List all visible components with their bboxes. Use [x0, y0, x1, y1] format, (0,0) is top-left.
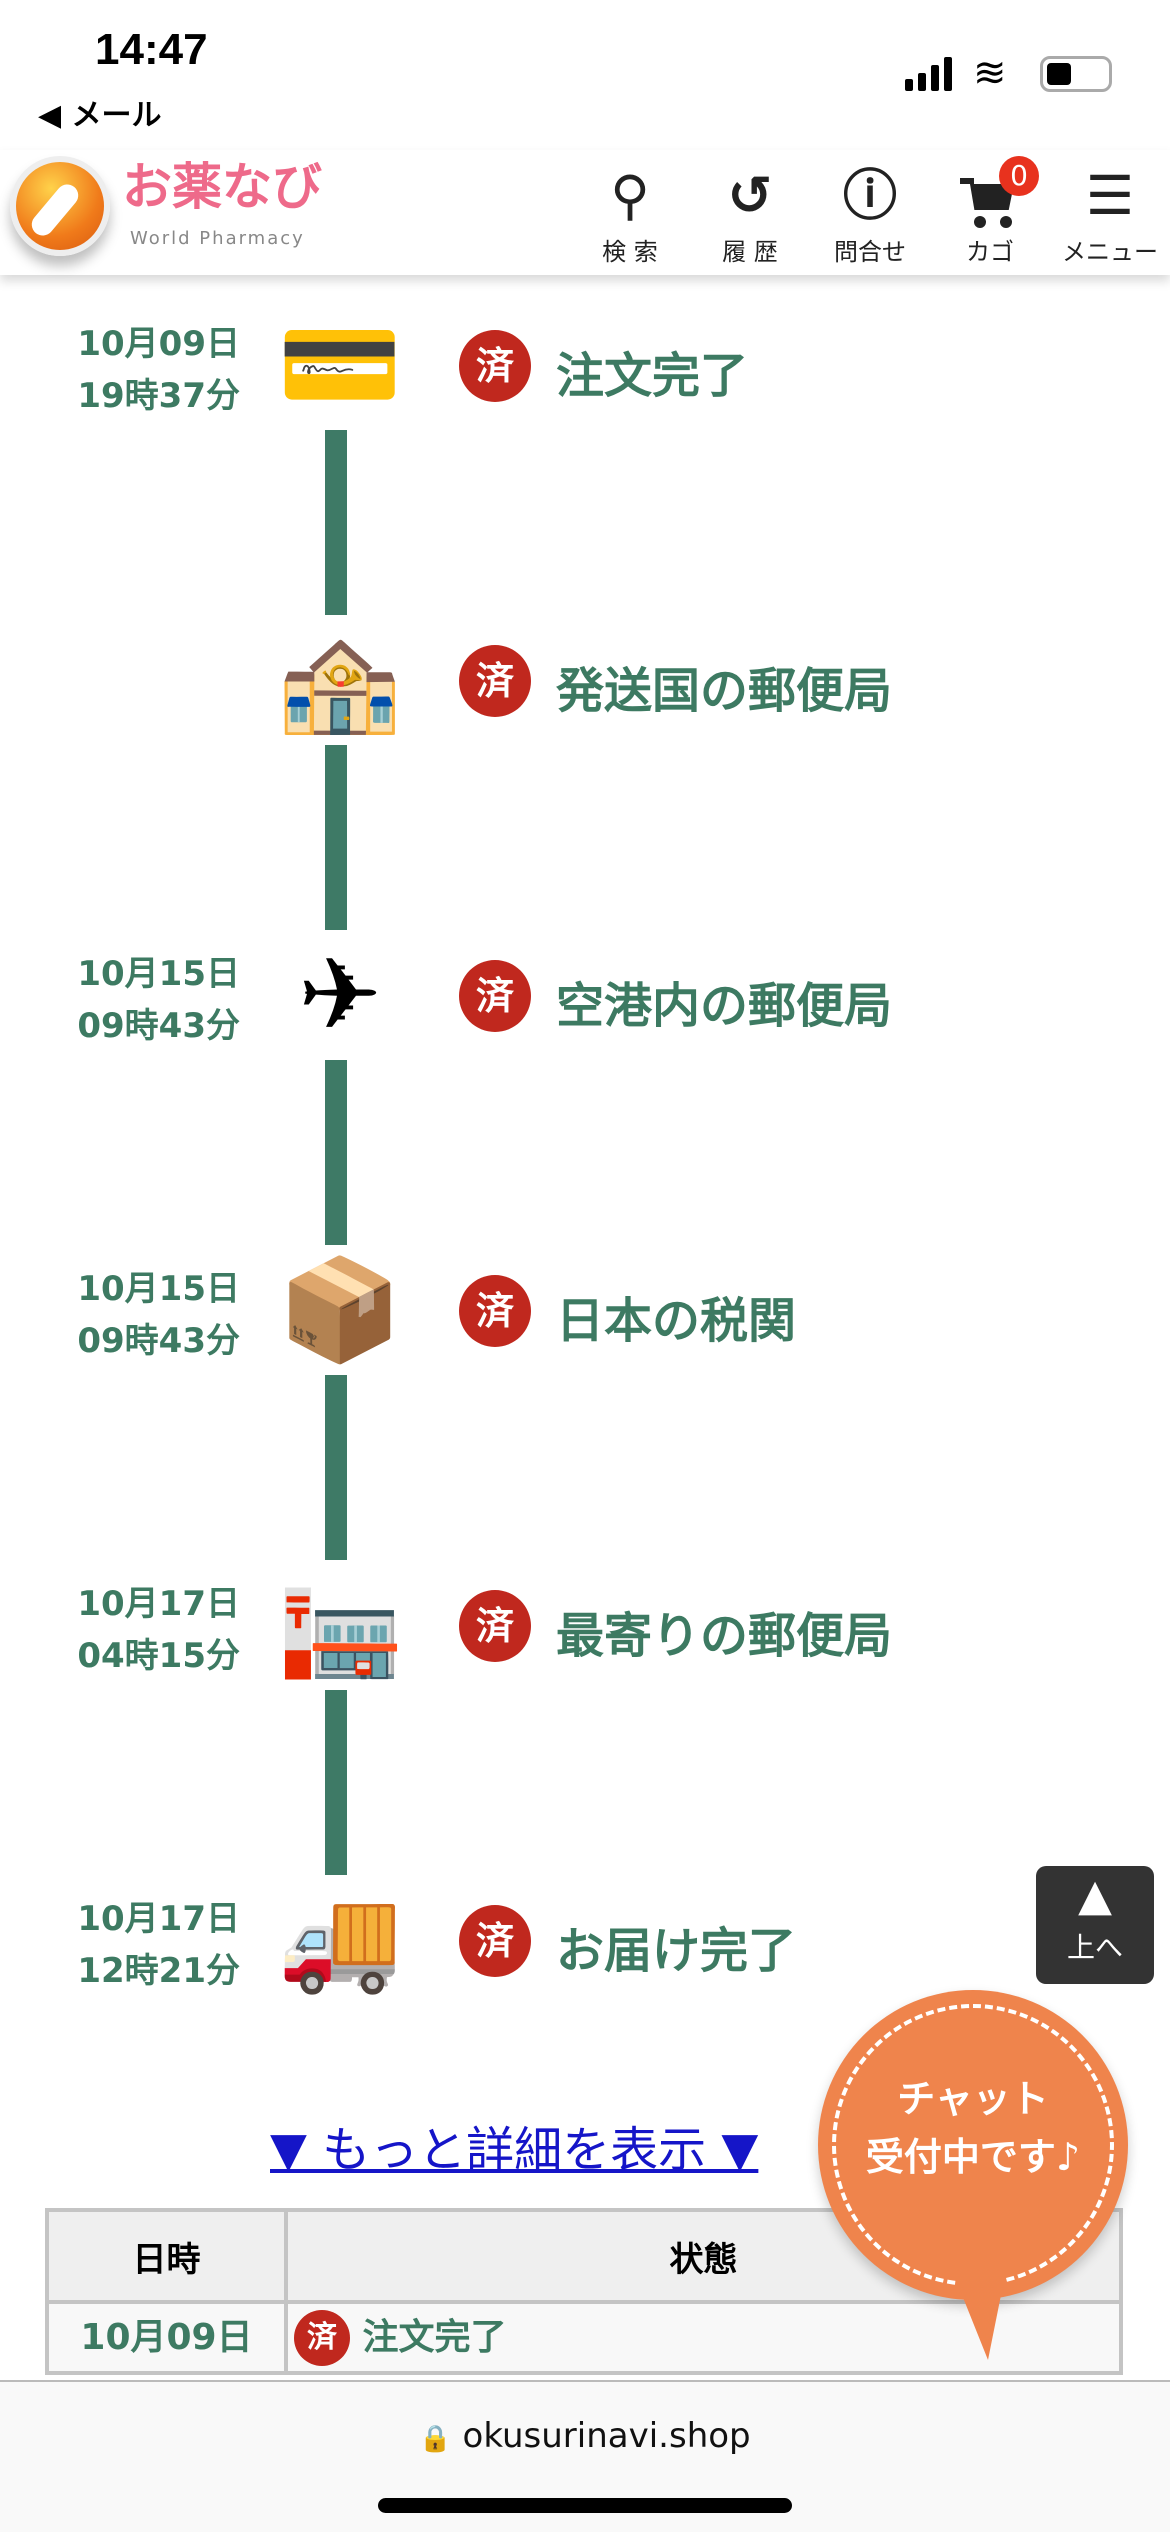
chat-bubble-tail: [948, 2260, 1008, 2360]
timeline-line: [325, 410, 347, 1940]
logo-text: お薬なび: [122, 158, 322, 216]
nav-label: 検 索: [602, 238, 658, 266]
back-to-mail-link[interactable]: ◀ メール: [38, 98, 162, 133]
row-date: 10月09日: [45, 2300, 288, 2375]
cart-button[interactable]: 0 カゴ: [935, 156, 1045, 267]
logo-subtitle: World Pharmacy: [130, 228, 305, 249]
step-label: 空港内の郵便局: [556, 978, 893, 1034]
tracking-table: 日時状態 10月09日済 注文完了: [45, 2208, 1123, 2375]
scroll-to-top-button[interactable]: ▲ 上へ: [1036, 1866, 1154, 1984]
address-bar[interactable]: 🔒 okusurinavi.shop: [0, 2416, 1170, 2456]
table-row: 10月09日済 注文完了: [45, 2300, 1123, 2375]
show-more-details-link[interactable]: ▼ もっと詳細を表示 ▼: [270, 2122, 759, 2178]
chat-line2: 受付中です♪: [865, 2135, 1081, 2179]
done-badge: 済: [459, 645, 531, 717]
step-label: 最寄りの郵便局: [556, 1608, 893, 1664]
logo-pill-icon: [10, 156, 110, 256]
timeline-step: 10月17日 12時21分 🚚 済 お届け完了: [0, 1875, 1170, 2015]
chat-text: チャット受付中です♪: [818, 2070, 1128, 2186]
step-time: 09時43分: [77, 1321, 240, 1361]
nav-label: 問合せ: [834, 238, 906, 266]
done-badge: 済: [459, 1590, 531, 1662]
done-badge: 済: [459, 1905, 531, 1977]
step-illustration-icon: 🚚: [250, 1875, 430, 2005]
step-date: 10月09日: [77, 324, 240, 364]
step-illustration-icon: ✈: [250, 930, 430, 1060]
step-label: 日本の税関: [556, 1293, 797, 1349]
home-indicator[interactable]: [378, 2498, 792, 2513]
menu-button[interactable]: ☰ メニュー: [1055, 160, 1165, 267]
search-icon: ⚲: [610, 164, 650, 227]
scroll-top-label: 上へ: [1066, 1931, 1123, 1964]
step-datetime: 10月17日 04時15分: [40, 1578, 240, 1682]
step-time: 04時15分: [77, 1636, 240, 1676]
step-datetime: 10月15日 09時43分: [40, 1263, 240, 1367]
step-label: お届け完了: [556, 1923, 797, 1979]
battery-icon: [1040, 56, 1112, 92]
step-label: 注文完了: [556, 348, 749, 404]
step-illustration-icon: 🏤: [250, 615, 430, 745]
done-badge: 済: [459, 1275, 531, 1347]
done-badge: 済: [459, 960, 531, 1032]
step-illustration-icon: 💳: [250, 300, 430, 430]
menu-icon: ☰: [1085, 164, 1135, 227]
nav-label: メニュー: [1062, 238, 1158, 266]
status-bar: 14:47 ◀ メール ≋: [0, 0, 1170, 150]
timeline-step: 10月17日 04時15分 🏣 済 最寄りの郵便局: [0, 1560, 1170, 1700]
step-datetime: 10月15日 09時43分: [40, 948, 240, 1052]
step-datetime: 10月09日 19時37分: [40, 318, 240, 422]
step-date: 10月15日: [77, 1269, 240, 1309]
wifi-icon: ≋: [973, 50, 1007, 96]
step-date: 10月17日: [77, 1899, 240, 1939]
arrow-up-icon: ▲: [1078, 1870, 1112, 1921]
step-illustration-icon: 📦: [250, 1245, 430, 1375]
cart-count-badge: 0: [999, 156, 1039, 196]
step-date: 10月17日: [77, 1584, 240, 1624]
signal-icon: [905, 55, 952, 91]
row-status-label: 注文完了: [362, 2317, 507, 2358]
step-illustration-icon: 🏣: [250, 1560, 430, 1690]
timeline-step: 🏤 済 発送国の郵便局: [0, 615, 1170, 755]
row-status: 済 注文完了: [284, 2300, 1123, 2375]
step-date: 10月15日: [77, 954, 240, 994]
done-badge: 済: [459, 330, 531, 402]
site-header: お薬なび World Pharmacy ⚲ 検 索 ↺ 履 歴 ⓘ 問合せ 0 カゴ ☰…: [0, 150, 1170, 275]
column-header-datetime: 日時: [45, 2208, 288, 2304]
history-icon: ↺: [727, 164, 773, 227]
browser-bottom-bar: 🔒 okusurinavi.shop: [0, 2380, 1170, 2532]
step-datetime: 10月17日 12時21分: [40, 1893, 240, 1997]
step-time: 19時37分: [77, 376, 240, 416]
cart-icon: [960, 160, 1020, 232]
chat-line1: チャット: [897, 2077, 1049, 2121]
lock-icon: 🔒: [419, 2424, 452, 2454]
done-badge: 済: [294, 2310, 350, 2366]
nav-label: 履 歴: [722, 238, 778, 266]
chat-bubble-button[interactable]: チャット受付中です♪: [818, 1990, 1128, 2360]
history-button[interactable]: ↺ 履 歴: [695, 160, 805, 267]
help-icon: ⓘ: [843, 164, 897, 227]
contact-button[interactable]: ⓘ 問合せ: [815, 160, 925, 267]
url-text: okusurinavi.shop: [462, 2416, 751, 2456]
timeline-step: 10月09日 19時37分 💳 済 注文完了: [0, 300, 1170, 440]
nav-label: カゴ: [966, 238, 1014, 266]
timeline-step: 10月15日 09時43分 📦 済 日本の税関: [0, 1245, 1170, 1385]
clock: 14:47: [95, 25, 208, 74]
step-time: 12時21分: [77, 1951, 240, 1991]
search-button[interactable]: ⚲ 検 索: [575, 160, 685, 267]
step-time: 09時43分: [77, 1006, 240, 1046]
step-label: 発送国の郵便局: [556, 663, 893, 719]
timeline-step: 10月15日 09時43分 ✈ 済 空港内の郵便局: [0, 930, 1170, 1070]
